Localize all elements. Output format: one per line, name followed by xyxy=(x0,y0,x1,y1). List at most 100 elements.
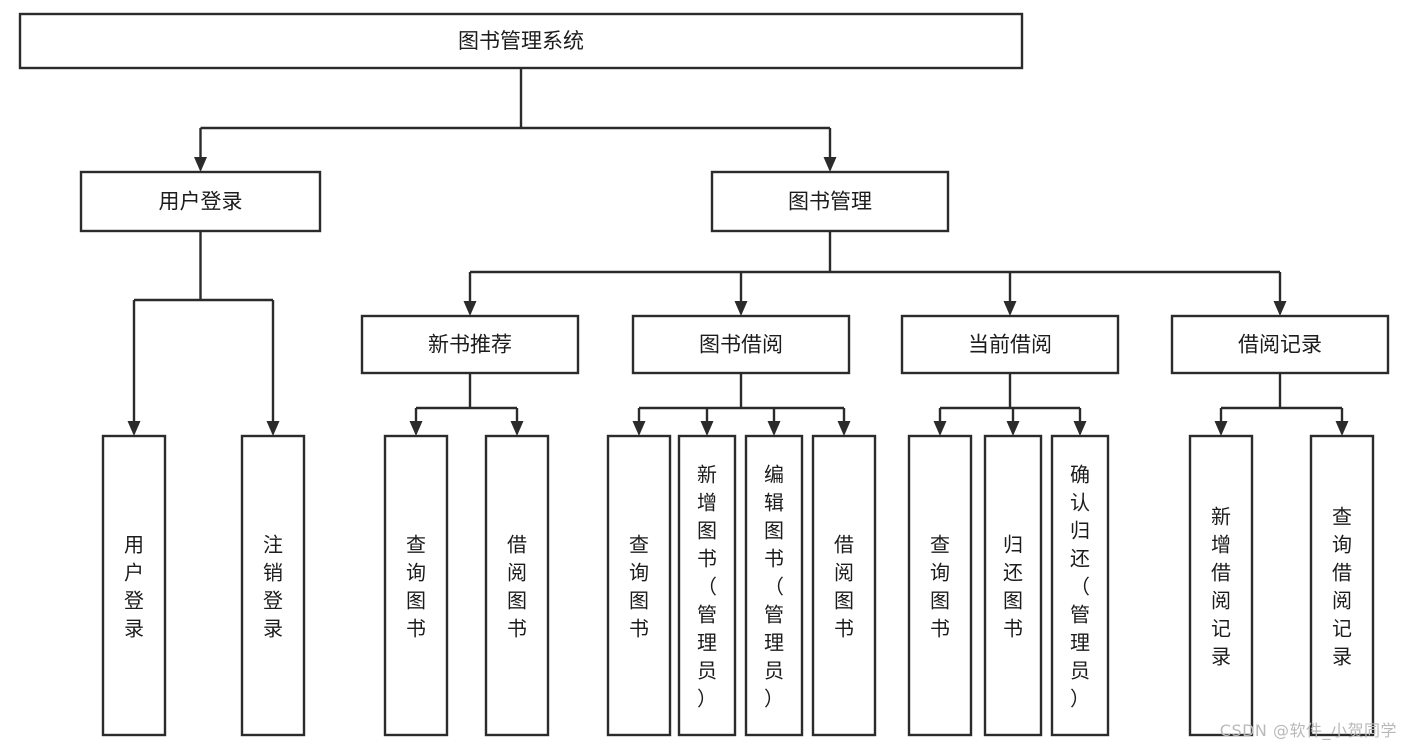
arrow-head-icon xyxy=(510,421,524,436)
connector-user-login-to-leaves xyxy=(127,231,280,436)
connectors-layer xyxy=(127,68,1349,436)
arrow-head-icon xyxy=(837,421,851,436)
arrow-head-icon xyxy=(194,157,207,172)
node-label-char: 还 xyxy=(1003,560,1023,584)
node-label-char: ） xyxy=(764,686,784,710)
node-label-char: 借 xyxy=(1332,560,1352,584)
connector-borrow-record-to-leaves xyxy=(1214,373,1349,436)
node-label-char: （ xyxy=(697,574,717,598)
arrow-head-icon xyxy=(632,421,646,436)
node-label-char: 新 xyxy=(697,462,717,486)
arrow-head-icon xyxy=(127,421,141,436)
node-label-char: 管 xyxy=(1070,602,1090,626)
node-new-book-recommend[interactable]: 新书推荐 xyxy=(360,314,580,375)
node-label-char: 还 xyxy=(1070,546,1090,570)
node-box xyxy=(907,434,973,737)
node-box xyxy=(811,434,877,737)
node-label-char: 员 xyxy=(1070,658,1090,682)
node-label-char: 理 xyxy=(1070,630,1090,654)
node-label-char: 阅 xyxy=(507,560,527,584)
node-box xyxy=(900,314,1120,375)
node-current-borrow[interactable]: 当前借阅 xyxy=(900,314,1120,375)
node-label-char: 查 xyxy=(1332,504,1352,528)
connector-bookmanage-to-level3 xyxy=(463,231,1287,316)
node-label-char: 图 xyxy=(834,588,854,612)
node-box xyxy=(240,434,306,737)
node-label-char: 归 xyxy=(1070,518,1090,542)
node-label-char: 书 xyxy=(764,546,784,570)
node-label-char: 辑 xyxy=(764,490,784,514)
arrow-head-icon xyxy=(463,301,477,316)
node-book-borrow[interactable]: 图书借阅 xyxy=(631,314,851,375)
node-label-char: 询 xyxy=(406,560,426,584)
node-label-char: 图 xyxy=(764,518,784,542)
node-leaf-user-login[interactable]: 用户登录 xyxy=(101,434,167,737)
node-label-char: 查 xyxy=(629,532,649,556)
node-box xyxy=(383,434,449,737)
node-label-char: 户 xyxy=(124,560,144,584)
node-label-char: 增 xyxy=(697,490,717,514)
node-label-char: 查 xyxy=(930,532,950,556)
node-label-char: 阅 xyxy=(1332,588,1352,612)
node-root[interactable]: 图书管理系统 xyxy=(18,12,1024,70)
node-label-char: 认 xyxy=(1070,490,1090,514)
node-label-char: 书 xyxy=(697,546,717,570)
node-label-char: 录 xyxy=(1211,644,1231,668)
node-label-char: 书 xyxy=(930,616,950,640)
node-label-char: 理 xyxy=(764,630,784,654)
node-label-char: 归 xyxy=(1003,532,1023,556)
node-label-char: 编 xyxy=(764,462,784,486)
node-book-manage[interactable]: 图书管理 xyxy=(710,170,950,233)
node-box xyxy=(484,434,550,737)
node-label-char: 员 xyxy=(764,658,784,682)
arrow-head-icon xyxy=(1335,421,1349,436)
node-user-login[interactable]: 用户登录 xyxy=(79,170,322,233)
node-label-char: 书 xyxy=(629,616,649,640)
node-box xyxy=(1050,434,1110,737)
node-borrow-record[interactable]: 借阅记录 xyxy=(1170,314,1390,375)
node-label-char: 注 xyxy=(263,532,283,556)
arrow-head-icon xyxy=(933,421,947,436)
node-label-char: 阅 xyxy=(834,560,854,584)
node-label-char: 销 xyxy=(263,560,283,584)
nodes-layer: 图书管理系统用户登录图书管理新书推荐图书借阅当前借阅借阅记录用户登录注销登录查询… xyxy=(18,12,1390,737)
node-label: 新书推荐 xyxy=(428,333,512,357)
node-label: 图书管理 xyxy=(788,190,872,214)
node-box xyxy=(18,12,1024,70)
node-label-char: 图 xyxy=(507,588,527,612)
node-label-char: 新 xyxy=(1211,504,1231,528)
arrow-head-icon xyxy=(1006,421,1020,436)
node-label-char: 借 xyxy=(1211,560,1231,584)
connector-new-book-recommend-to-leaves xyxy=(409,373,524,436)
node-box xyxy=(983,434,1043,737)
node-label-char: 借 xyxy=(507,532,527,556)
arrow-head-icon xyxy=(734,301,748,316)
node-label: 当前借阅 xyxy=(968,333,1052,357)
arrow-head-icon xyxy=(1073,421,1087,436)
node-label-char: 增 xyxy=(1211,532,1231,556)
node-box xyxy=(710,170,950,233)
arrow-head-icon xyxy=(266,421,280,436)
arrow-head-icon xyxy=(1273,301,1287,316)
node-label-char: 登 xyxy=(124,588,144,612)
node-box xyxy=(606,434,672,737)
node-box xyxy=(631,314,851,375)
node-box xyxy=(1309,434,1375,737)
arrow-head-icon xyxy=(409,421,423,436)
node-label: 用户登录 xyxy=(159,190,243,214)
node-label-char: 确 xyxy=(1070,462,1090,486)
arrow-head-icon xyxy=(1214,421,1228,436)
